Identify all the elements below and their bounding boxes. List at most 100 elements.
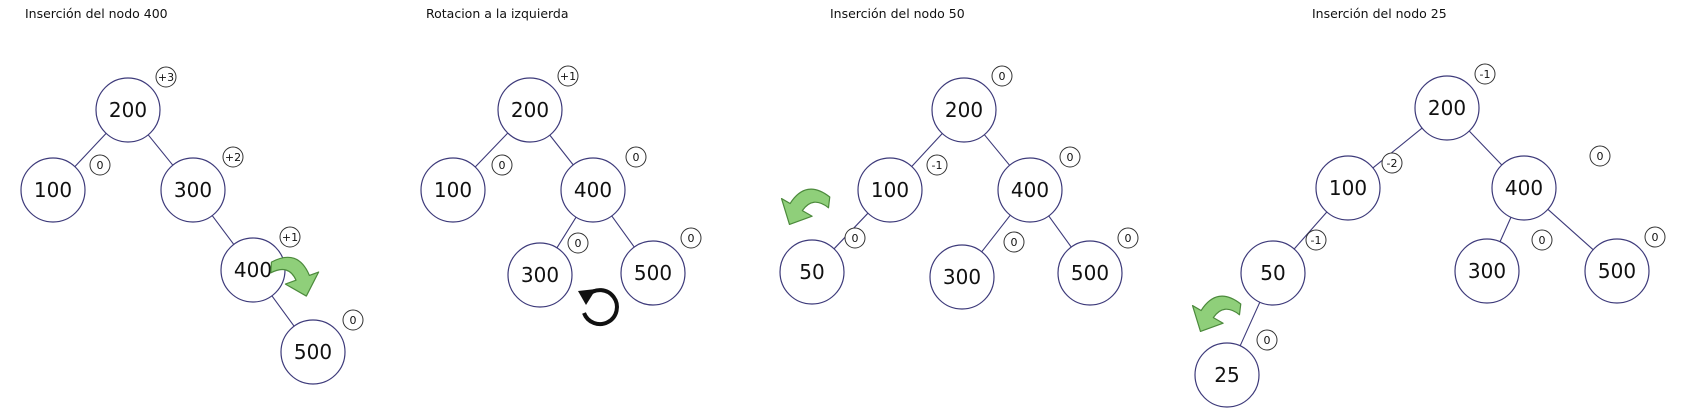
badge-circle: [89, 154, 111, 176]
balance-factor-value: 0: [575, 237, 582, 250]
balance-factor-value: 0: [1125, 232, 1132, 245]
node-circle: [1194, 342, 1260, 408]
panel-title: Inserción del nodo 400: [25, 6, 168, 21]
balance-factor-badge: 0: [1644, 226, 1666, 248]
tree-node: 100: [20, 157, 86, 223]
edges: [833, 133, 1072, 253]
balance-factor-badge: 0: [680, 227, 702, 249]
tree-node: 300: [160, 157, 226, 223]
tree-node: 400: [220, 237, 286, 303]
tree-node: 500: [620, 240, 686, 306]
balance-factor-value: 0: [1011, 236, 1018, 249]
tree-node: 50: [779, 239, 845, 305]
rotation-arrow-icon: [1191, 295, 1242, 332]
tree-edge: [556, 216, 577, 249]
balance-factor-value: -1: [1311, 234, 1322, 247]
badge-circle: [155, 66, 177, 88]
balance-factor-badge: 0: [1117, 227, 1139, 249]
tree-node: 300: [929, 244, 995, 310]
node-circle: [497, 77, 563, 143]
panel-2: Rotacion a la izquierda200+1100040003000…: [420, 6, 702, 308]
badge-circle: [1589, 145, 1611, 167]
node-circle: [1454, 238, 1520, 304]
tree-node: 200: [497, 77, 563, 143]
balance-factor-badge: 0: [1531, 229, 1553, 251]
node-value: 25: [1214, 363, 1239, 387]
node-value: 500: [634, 261, 672, 285]
node-circle: [997, 157, 1063, 223]
tree-node: 25: [1194, 342, 1260, 408]
node-value: 400: [574, 178, 612, 202]
balance-factor-badge: 0: [1256, 329, 1278, 351]
balance-factor-value: -1: [932, 159, 943, 172]
tree-edge: [1468, 130, 1503, 166]
node-circle: [160, 157, 226, 223]
panel-4: Inserción del nodo 25200-1100-2400050-13…: [1194, 6, 1666, 408]
tree-edge: [1293, 211, 1328, 250]
panel-title: Rotacion a la izquierda: [426, 6, 569, 21]
tree-edge: [549, 134, 574, 166]
node-circle: [560, 157, 626, 223]
balance-factor-value: +2: [225, 151, 241, 164]
balance-factor-badge: 0: [89, 154, 111, 176]
tree-node: 300: [1454, 238, 1520, 304]
node-circle: [420, 157, 486, 223]
balance-factor-value: 0: [350, 314, 357, 327]
tree-node: 400: [997, 157, 1063, 223]
badge-circle: [680, 227, 702, 249]
node-circle: [931, 77, 997, 143]
balance-factor-badge: +3: [155, 66, 177, 88]
node-circle: [1491, 155, 1557, 221]
node-value: 100: [34, 178, 72, 202]
balance-factor-value: 0: [688, 232, 695, 245]
balance-factor-badge: -2: [1381, 152, 1403, 174]
tree-edge: [474, 132, 509, 168]
node-value: 100: [871, 178, 909, 202]
badge-circle: [557, 65, 579, 87]
balance-factor-value: 0: [633, 151, 640, 164]
badge-circle: [1059, 146, 1081, 168]
tree-edge: [271, 295, 295, 327]
badge-circle: [491, 154, 513, 176]
badge-circle: [1305, 229, 1327, 251]
node-value: 200: [511, 98, 549, 122]
badge-circle: [279, 226, 301, 248]
node-circle: [929, 244, 995, 310]
panel-1: Inserción del nodo 400 200+3 100 0 300+2 400+…: [20, 6, 364, 385]
node-value: 200: [1428, 96, 1466, 120]
balance-factor-badge: -1: [926, 154, 948, 176]
node-value: 50: [799, 260, 824, 284]
badge-circle: [1003, 231, 1025, 253]
balance-factor-badge: +1: [557, 65, 579, 87]
badge-circle: [222, 146, 244, 168]
balance-factor-value: +1: [282, 231, 298, 244]
badge-circle: [844, 227, 866, 249]
tree-edge: [983, 134, 1011, 166]
panel-title: Inserción del nodo 50: [830, 6, 965, 21]
balance-factor-badge: 0: [991, 65, 1013, 87]
node-value: 300: [1468, 259, 1506, 283]
node-value: 50: [1260, 261, 1285, 285]
tree-edge: [1499, 217, 1512, 242]
balance-factor-badge: +2: [222, 146, 244, 168]
node-circle: [1414, 75, 1480, 141]
panel-3: Inserción del nodo 502000100-14000500300…: [779, 6, 1139, 310]
balance-factor-value: 0: [499, 159, 506, 172]
balance-factor-badge: 0: [1003, 231, 1025, 253]
node-circle: [779, 239, 845, 305]
rotation-arrow-icon: [270, 256, 320, 297]
tree-node: 200: [95, 77, 161, 143]
balance-factor-value: 0: [97, 159, 104, 172]
balance-factor-badge: 0: [342, 309, 364, 331]
balance-factor-badge: 0: [567, 232, 589, 254]
node-value: 500: [294, 340, 332, 364]
node-value: 500: [1071, 261, 1109, 285]
badge-circle: [1381, 152, 1403, 174]
balance-factor-badge: 0: [844, 227, 866, 249]
node-circle: [1057, 240, 1123, 306]
balance-factor-value: +3: [158, 71, 174, 84]
badge-circle: [1531, 229, 1553, 251]
tree-node: 200: [1414, 75, 1480, 141]
tree-edge: [211, 215, 235, 245]
